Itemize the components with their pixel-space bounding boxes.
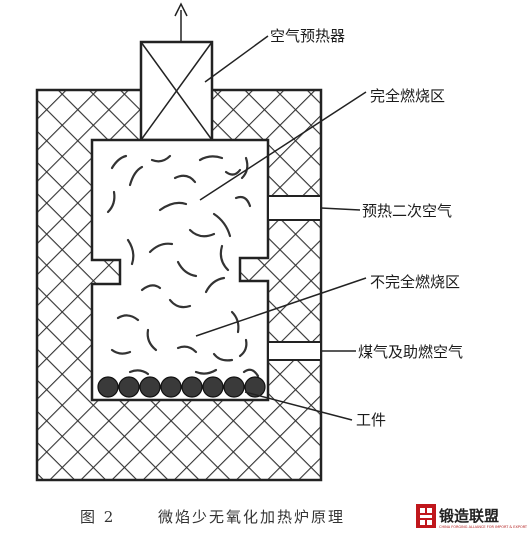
flow-streak bbox=[173, 174, 197, 184]
flow-streak bbox=[148, 242, 174, 254]
workpiece-bar bbox=[244, 376, 266, 398]
figure-title: 微焰少无氧化加热炉原理 bbox=[158, 508, 345, 526]
flow-streak bbox=[150, 154, 172, 163]
flow-streak bbox=[176, 260, 198, 278]
watermark-brand: 锻造联盟 bbox=[439, 507, 499, 525]
workpiece-bar bbox=[223, 376, 245, 398]
flow-streak bbox=[176, 345, 198, 354]
workpieces bbox=[97, 376, 266, 398]
secondary-air-inlet bbox=[267, 195, 322, 221]
workpiece-bar bbox=[97, 376, 119, 398]
leader-incomplete-zone bbox=[195, 277, 367, 337]
flow-streak bbox=[224, 168, 242, 176]
flow-streak bbox=[212, 212, 232, 238]
flow-streak bbox=[194, 368, 218, 375]
leader-workpiece bbox=[244, 391, 353, 421]
label-incomplete-combustion-zone: 不完全燃烧区 bbox=[370, 273, 460, 291]
label-gas-and-combustion-air: 煤气及助燃空气 bbox=[358, 343, 463, 361]
gas-air-burner-inlet bbox=[267, 341, 322, 361]
leader-secondary-air bbox=[320, 207, 361, 211]
flow-streak bbox=[128, 165, 144, 187]
flow-streak bbox=[110, 154, 128, 170]
label-air-preheater: 空气预热器 bbox=[270, 27, 345, 45]
flow-streak bbox=[110, 348, 132, 355]
flow-streak bbox=[116, 314, 140, 322]
flow-streak bbox=[230, 310, 240, 334]
flow-streak bbox=[188, 228, 216, 238]
workpiece-bar bbox=[118, 376, 140, 398]
leader-preheater bbox=[204, 35, 269, 83]
figure-number: 图 2 bbox=[80, 508, 115, 526]
watermark-subtitle: CHINA FORGING ALLIANCE FOR IMPORT & EXPO… bbox=[439, 525, 528, 529]
flow-streak bbox=[242, 368, 260, 378]
exhaust-arrow bbox=[174, 2, 188, 42]
flow-streak bbox=[126, 238, 135, 266]
furnace-chamber bbox=[90, 138, 270, 402]
flow-streak bbox=[234, 195, 252, 208]
label-complete-combustion-zone: 完全燃烧区 bbox=[370, 87, 445, 105]
flow-streak bbox=[140, 284, 162, 292]
leader-lines bbox=[195, 35, 367, 421]
workpiece-bar bbox=[181, 376, 203, 398]
label-workpiece: 工件 bbox=[356, 411, 386, 429]
flow-streak bbox=[204, 276, 226, 294]
flow-streak bbox=[198, 155, 224, 162]
workpiece-bar bbox=[160, 376, 182, 398]
leader-complete-zone bbox=[199, 91, 367, 201]
watermark-logo: 锻造联盟 CHINA FORGING ALLIANCE FOR IMPORT &… bbox=[416, 504, 528, 529]
flow-streak bbox=[219, 244, 230, 272]
label-preheated-secondary-air: 预热二次空气 bbox=[362, 202, 452, 220]
air-preheater bbox=[139, 40, 214, 142]
workpiece-bar bbox=[139, 376, 161, 398]
flow-streak bbox=[212, 352, 234, 362]
workpiece-bar bbox=[202, 376, 224, 398]
flow-streak bbox=[168, 298, 192, 309]
flow-streak bbox=[238, 338, 248, 358]
flow-streak bbox=[106, 190, 116, 214]
flow-streak bbox=[158, 201, 188, 212]
flow-streak bbox=[146, 328, 158, 352]
flow-streak bbox=[128, 369, 150, 376]
